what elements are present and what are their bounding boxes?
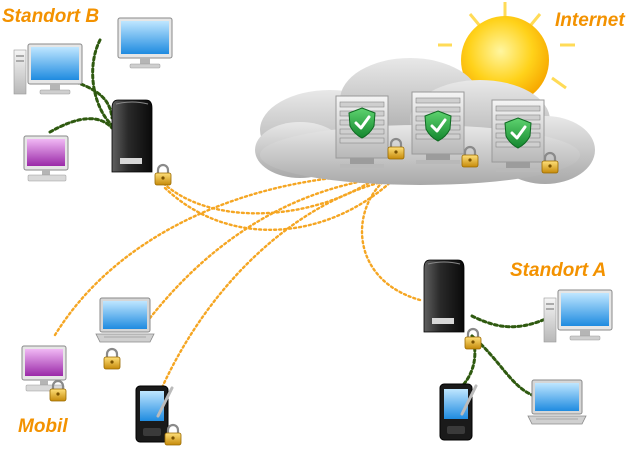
server-tower-icon (111, 99, 153, 173)
lock-icon (163, 423, 183, 447)
vpn-link-mobil-pc (53, 173, 372, 337)
server-tower-icon (423, 259, 465, 333)
standort-a-group (423, 259, 613, 442)
vpn-link-standort-a (360, 178, 422, 302)
laptop-icon (95, 297, 155, 343)
vpn-link-standort-b-2 (163, 176, 397, 231)
lock-icon (48, 379, 68, 403)
vpn-link-pda (158, 178, 392, 394)
lock-icon (102, 347, 122, 371)
vpn-links (53, 173, 422, 394)
laptop-icon (527, 379, 587, 425)
pda-icon (438, 382, 478, 442)
label-mobil: Mobil (18, 416, 68, 437)
desktop-pc-icon (543, 289, 613, 343)
desktop-pc-icon (13, 43, 83, 95)
desktop-monitor-icon (23, 135, 69, 182)
desktop-monitor-icon (21, 345, 67, 392)
label-internet: Internet (555, 10, 625, 31)
standort-b-group (13, 17, 173, 187)
label-standort-a: Standort A (510, 260, 607, 281)
label-standort-b: Standort B (2, 6, 100, 27)
lock-icon (463, 327, 483, 351)
lock-icon (153, 163, 173, 187)
desktop-monitor-icon (117, 17, 173, 69)
internet-cloud (255, 2, 595, 185)
vpn-link-laptop (148, 176, 382, 320)
